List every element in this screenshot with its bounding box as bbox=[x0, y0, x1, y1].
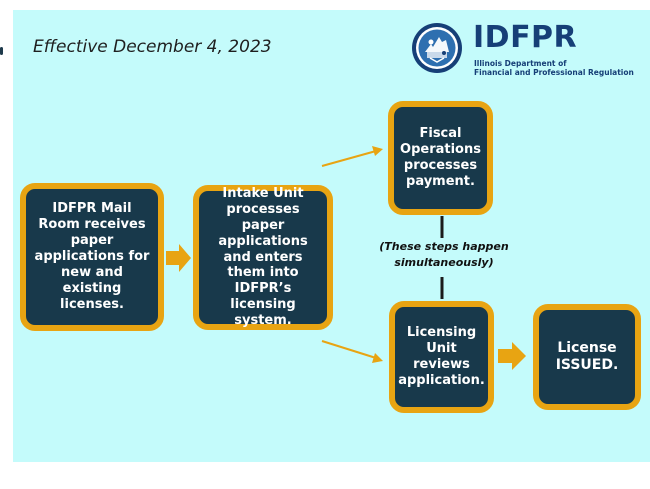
logo-subtitle-line2: Financial and Professional Regulation bbox=[474, 68, 634, 77]
line-arrow-intake-to-licensing bbox=[321, 340, 377, 359]
step-licensing-unit: Licensing Unit reviews application. bbox=[389, 301, 494, 413]
logo-title: IDFPR bbox=[473, 20, 578, 55]
edge-marker bbox=[0, 47, 3, 55]
step-license-issued: License ISSUED. bbox=[533, 304, 641, 410]
effective-date: Effective December 4, 2023 bbox=[33, 37, 272, 57]
step-fiscal-operations: Fiscal Operations processes payment. bbox=[388, 101, 493, 215]
step-license-issued-text: License ISSUED. bbox=[555, 339, 619, 373]
step-mail-room-text: IDFPR Mail Room receives paper applicati… bbox=[34, 201, 150, 312]
simultaneous-note: (These steps happen simultaneously) bbox=[379, 240, 509, 269]
step-intake-unit-text: Intake Unit processes paper applications… bbox=[218, 186, 308, 329]
step-fiscal-operations-text: Fiscal Operations processes payment. bbox=[400, 126, 481, 189]
logo-subtitle-line1: Illinois Department of bbox=[474, 59, 567, 68]
state-seal-icon bbox=[412, 23, 462, 73]
block-arrow-mail-to-intake bbox=[166, 244, 191, 272]
step-mail-room: IDFPR Mail Room receives paper applicati… bbox=[20, 183, 164, 331]
arrowhead-fiscal bbox=[372, 146, 383, 156]
block-arrow-licensing-to-issued bbox=[498, 342, 526, 370]
line-arrow-intake-to-fiscal bbox=[321, 150, 377, 167]
arrowhead-licensing bbox=[372, 353, 383, 363]
step-licensing-unit-text: Licensing Unit reviews application. bbox=[398, 325, 485, 388]
step-intake-unit: Intake Unit processes paper applications… bbox=[193, 185, 333, 330]
